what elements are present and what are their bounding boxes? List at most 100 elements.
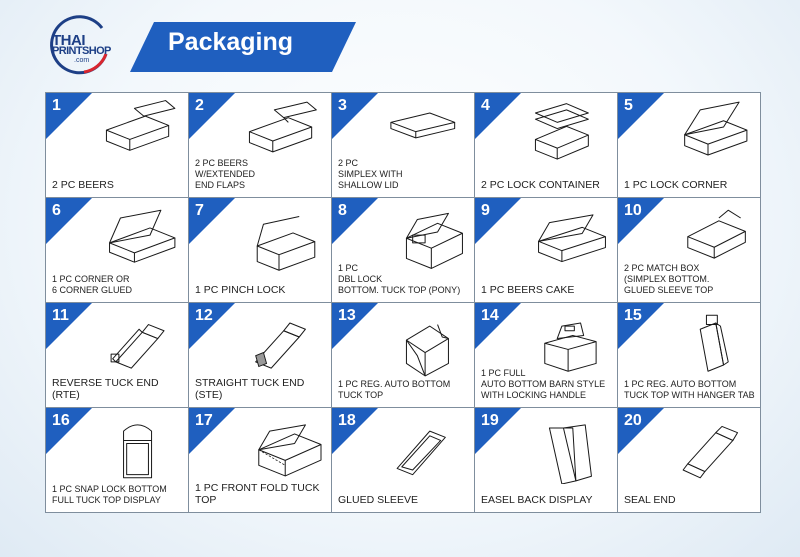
glued-sleeve-icon bbox=[396, 430, 446, 476]
item-number: 18 bbox=[338, 412, 356, 429]
corner-marker bbox=[618, 408, 664, 454]
item-label: 1 PC REG. AUTO BOTTOM TUCK TOP WITH HANG… bbox=[624, 379, 755, 400]
item-label: 1 PC FRONT FOLD TUCK TOP bbox=[195, 482, 320, 506]
package-cell-16: 16 1 PC SNAP LOCK BOTTOM FULL TUCK TOP DI… bbox=[46, 408, 188, 512]
corner-marker bbox=[46, 93, 92, 139]
item-number: 2 bbox=[195, 97, 204, 114]
item-label: 2 PC BEERS W/EXTENDED END FLAPS bbox=[195, 158, 256, 190]
corner-marker bbox=[475, 93, 521, 139]
package-cell-13: 13 1 PC REG. AUTO BOTTOM TUCK TOP bbox=[332, 303, 474, 407]
item-number: 16 bbox=[52, 412, 70, 429]
item-number: 17 bbox=[195, 412, 213, 429]
package-cell-5: 5 1 PC LOCK CORNER bbox=[618, 93, 760, 197]
item-label: SEAL END bbox=[624, 494, 676, 506]
barn-handle-box-icon bbox=[544, 322, 597, 372]
corner-glued-box-icon bbox=[109, 209, 176, 263]
package-cell-7: 7 1 PC PINCH LOCK bbox=[189, 198, 331, 302]
corner-marker bbox=[332, 303, 378, 349]
corner-marker bbox=[332, 408, 378, 454]
package-cell-10: 10 2 PC MATCH BOX (SIMPLEX BOTTOM. GLUED… bbox=[618, 198, 760, 302]
item-label: 1 PC LOCK CORNER bbox=[624, 179, 728, 191]
item-label: REVERSE TUCK END (RTE) bbox=[52, 377, 159, 401]
item-label: 1 PC PINCH LOCK bbox=[195, 284, 286, 296]
item-label: 1 PC DBL LOCK BOTTOM. TUCK TOP (PONY) bbox=[338, 263, 461, 295]
logo-text-printshop: PRINTSHOP bbox=[52, 45, 111, 57]
lock-container-icon bbox=[534, 103, 589, 160]
logo-text-thai: THAI bbox=[52, 32, 86, 49]
corner-marker bbox=[189, 93, 235, 139]
item-number: 20 bbox=[624, 412, 642, 429]
reverse-tuck-box-icon bbox=[110, 324, 165, 369]
package-cell-2: 2 2 PC BEERS W/EXTENDED END FLAPS bbox=[189, 93, 331, 197]
item-label: 1 PC FULL AUTO BOTTOM BARN STYLE WITH LO… bbox=[481, 368, 606, 400]
item-number: 12 bbox=[195, 307, 213, 324]
item-number: 3 bbox=[338, 97, 347, 114]
corner-marker bbox=[618, 93, 664, 139]
item-number: 11 bbox=[52, 307, 69, 324]
item-number: 6 bbox=[52, 202, 61, 219]
corner-marker bbox=[618, 198, 664, 244]
item-label: 2 PC BEERS bbox=[52, 179, 114, 191]
page-title: Packaging bbox=[168, 28, 294, 56]
corner-marker bbox=[189, 408, 235, 454]
corner-marker bbox=[475, 408, 521, 454]
package-cell-15: 15 1 PC REG. AUTO BOTTOM TUCK TOP WITH HA… bbox=[618, 303, 760, 407]
corner-marker bbox=[618, 303, 664, 349]
item-number: 4 bbox=[481, 97, 490, 114]
item-label: 2 PC LOCK CONTAINER bbox=[481, 179, 600, 191]
corner-marker bbox=[332, 93, 378, 139]
lock-corner-box-icon bbox=[684, 101, 748, 156]
package-cell-6: 6 1 PC CORNER OR 6 CORNER GLUED bbox=[46, 198, 188, 302]
item-label: STRAIGHT TUCK END (STE) bbox=[195, 377, 305, 401]
pinch-lock-box-icon bbox=[256, 215, 316, 271]
match-box-icon bbox=[687, 209, 746, 259]
straight-tuck-box-icon bbox=[255, 322, 306, 369]
item-number: 7 bbox=[195, 202, 204, 219]
corner-marker bbox=[189, 303, 235, 349]
seal-end-box-icon bbox=[682, 425, 739, 479]
item-label: GLUED SLEEVE bbox=[338, 494, 418, 506]
package-cell-3: 3 2 PC SIMPLEX WITH SHALLOW LID bbox=[332, 93, 474, 197]
item-number: 1 bbox=[52, 97, 61, 114]
item-label: 1 PC BEERS CAKE bbox=[481, 284, 575, 296]
item-label: EASEL BACK DISPLAY bbox=[481, 494, 593, 506]
item-label: 1 PC SNAP LOCK BOTTOM FULL TUCK TOP DISP… bbox=[52, 484, 167, 505]
corner-marker bbox=[46, 303, 92, 349]
package-cell-4: 4 2 PC LOCK CONTAINER bbox=[475, 93, 617, 197]
package-cell-9: 9 1 PC BEERS CAKE bbox=[475, 198, 617, 302]
corner-marker bbox=[332, 198, 378, 244]
package-cell-17: 17 1 PC FRONT FOLD TUCK TOP bbox=[189, 408, 331, 512]
item-number: 9 bbox=[481, 202, 490, 219]
brand-logo: THAI PRINTSHOP .com bbox=[44, 14, 114, 76]
auto-bottom-box-icon bbox=[405, 324, 449, 377]
item-label: 2 PC SIMPLEX WITH SHALLOW LID bbox=[338, 158, 403, 190]
easel-back-icon bbox=[548, 424, 592, 484]
item-number: 15 bbox=[624, 307, 642, 324]
double-lock-box-icon bbox=[405, 212, 463, 269]
two-piece-tray-icon bbox=[105, 100, 176, 151]
logo-text-domain: .com bbox=[74, 57, 90, 64]
shallow-lid-box-icon bbox=[390, 112, 456, 139]
cake-box-icon bbox=[538, 214, 606, 263]
front-fold-box-icon bbox=[258, 424, 322, 477]
two-piece-tray-flaps-icon bbox=[248, 101, 317, 153]
corner-marker bbox=[189, 198, 235, 244]
item-number: 13 bbox=[338, 307, 356, 324]
logo-ring-icon bbox=[50, 15, 108, 75]
display-box-icon bbox=[123, 424, 153, 479]
item-label: 2 PC MATCH BOX (SIMPLEX BOTTOM. GLUED SL… bbox=[624, 263, 714, 295]
title-banner bbox=[130, 22, 356, 72]
package-cell-1: 1 2 PC BEERS bbox=[46, 93, 188, 197]
corner-marker bbox=[46, 198, 92, 244]
item-label: 1 PC REG. AUTO BOTTOM TUCK TOP bbox=[338, 379, 451, 400]
package-cell-8: 8 1 PC DBL LOCK BOTTOM. TUCK TOP (PONY) bbox=[332, 198, 474, 302]
item-number: 19 bbox=[481, 412, 499, 429]
item-number: 8 bbox=[338, 202, 347, 219]
